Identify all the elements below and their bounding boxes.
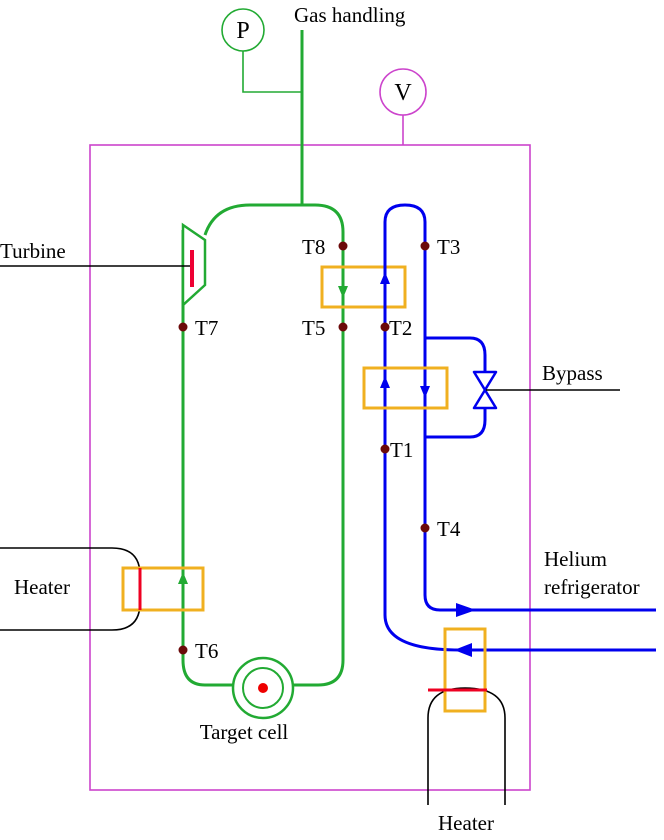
sensor-t1-label: T1 — [390, 438, 413, 462]
heater-bottom-exchanger — [443, 627, 487, 713]
sensor-t2: T2 — [380, 316, 412, 340]
sensor-t8: T8 — [302, 235, 348, 259]
sensor-t4-label: T4 — [437, 517, 461, 541]
sensor-t8-label: T8 — [302, 235, 325, 259]
bypass-valve-icon — [472, 370, 498, 410]
sensor-t6-label: T6 — [195, 639, 218, 663]
heater-left-exchanger — [121, 566, 205, 612]
sensor-t3: T3 — [420, 235, 460, 259]
pressure-gauge-label: P — [236, 18, 249, 44]
sensor-t3-label: T3 — [437, 235, 460, 259]
helium-in-arrowhead — [454, 643, 472, 657]
flow-arrowhead-helium-up — [380, 272, 390, 284]
gas-loop — [181, 203, 345, 687]
flow-arrowhead-helium-down-middle — [420, 386, 430, 398]
sensor-t7-label: T7 — [195, 316, 218, 340]
flow-arrowhead-helium-up-middle — [380, 376, 390, 388]
sensor-t2-label: T2 — [389, 316, 412, 340]
sensor-t1: T1 — [380, 438, 413, 462]
helium-refrigerator-label-2: refrigerator — [544, 575, 640, 599]
vacuum-gauge-label: V — [394, 80, 412, 106]
helium-out-arrowhead — [456, 603, 476, 617]
sensor-t7: T7 — [178, 316, 218, 340]
sensor-t6: T6 — [178, 639, 218, 663]
gas-handling-label: Gas handling — [294, 3, 406, 27]
sensor-t5: T5 — [302, 316, 348, 340]
target-cell-center — [258, 683, 268, 693]
flow-arrowhead-gas-down — [338, 286, 348, 298]
turbine-label: Turbine — [0, 239, 66, 263]
vacuum-chamber — [89, 144, 531, 791]
bypass-label: Bypass — [542, 361, 603, 385]
target-cell-label: Target cell — [200, 720, 289, 744]
flow-arrowhead-left-heater — [178, 572, 188, 584]
sensor-t5-label: T5 — [302, 316, 325, 340]
heat-exchanger-middle — [362, 366, 449, 410]
heater-bottom-outline — [427, 687, 506, 805]
heat-exchanger-top — [320, 265, 407, 309]
pressure-gauge-line — [242, 51, 302, 93]
heater-left-label: Heater — [14, 575, 70, 599]
helium-loop-main — [383, 203, 656, 652]
sensor-t4: T4 — [420, 517, 461, 541]
helium-refrigerator-label-1: Helium — [544, 547, 607, 571]
helium-bypass-loop — [425, 336, 487, 439]
heater-bottom-label: Heater — [438, 811, 494, 835]
